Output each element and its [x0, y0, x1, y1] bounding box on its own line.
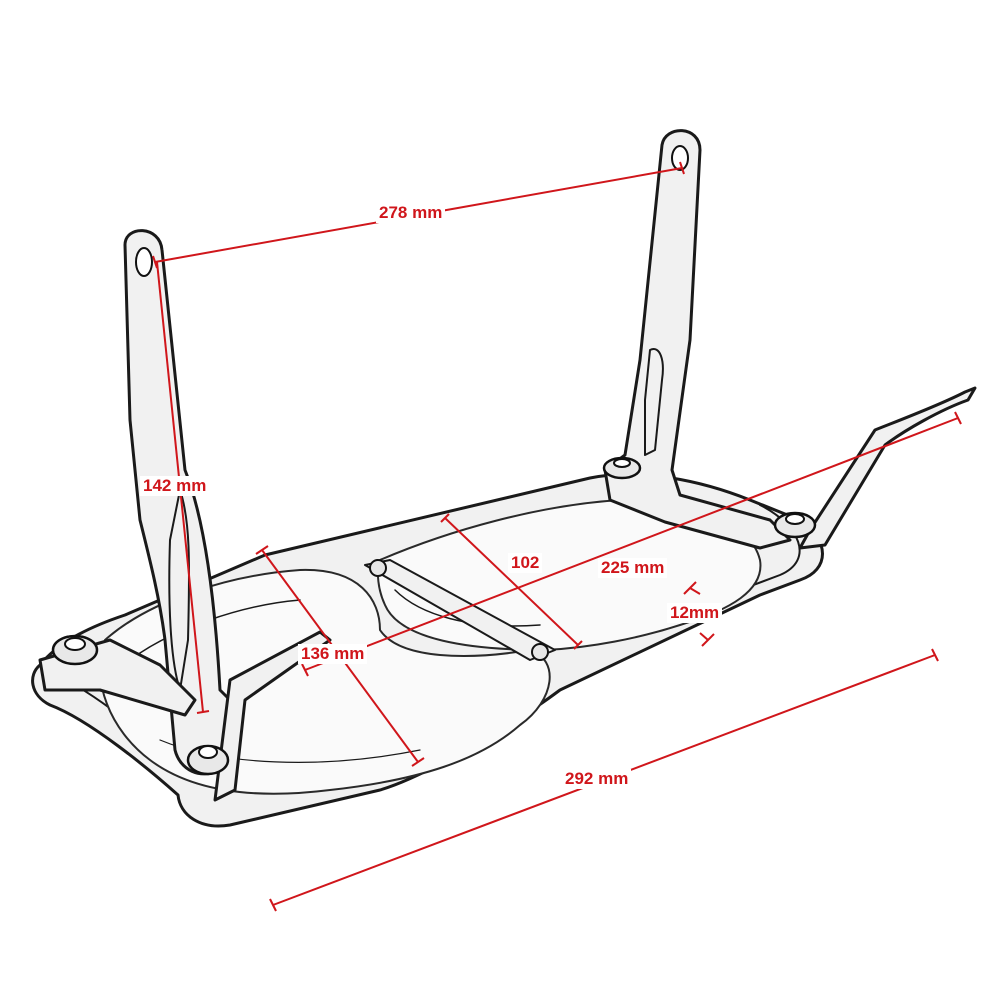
dim-label-inner-depth: 102 — [508, 553, 543, 573]
bolt-center-bottom — [531, 643, 549, 661]
bolt-right-front — [773, 511, 817, 539]
dim-label-overall-length: 292 mm — [562, 769, 632, 789]
dim-label-diagonal: 225 mm — [598, 558, 668, 578]
right-bracket — [603, 129, 977, 550]
dim-line-inner-depth — [440, 513, 583, 650]
bolts — [51, 456, 817, 776]
dim-label-thickness: 12mm — [667, 603, 723, 623]
dim-label-bracket-height: 142 mm — [140, 476, 210, 496]
bolt-right-rear — [602, 456, 642, 480]
dim-line-diagonal — [301, 411, 962, 677]
bolt-left-rear — [186, 744, 230, 776]
bolt-center-top — [369, 559, 387, 577]
dim-label-front-depth: 136 mm — [298, 644, 368, 664]
dim-label-width-top: 278 mm — [376, 203, 446, 223]
bolt-left-front — [51, 634, 99, 666]
dim-line-thickness — [683, 581, 715, 647]
